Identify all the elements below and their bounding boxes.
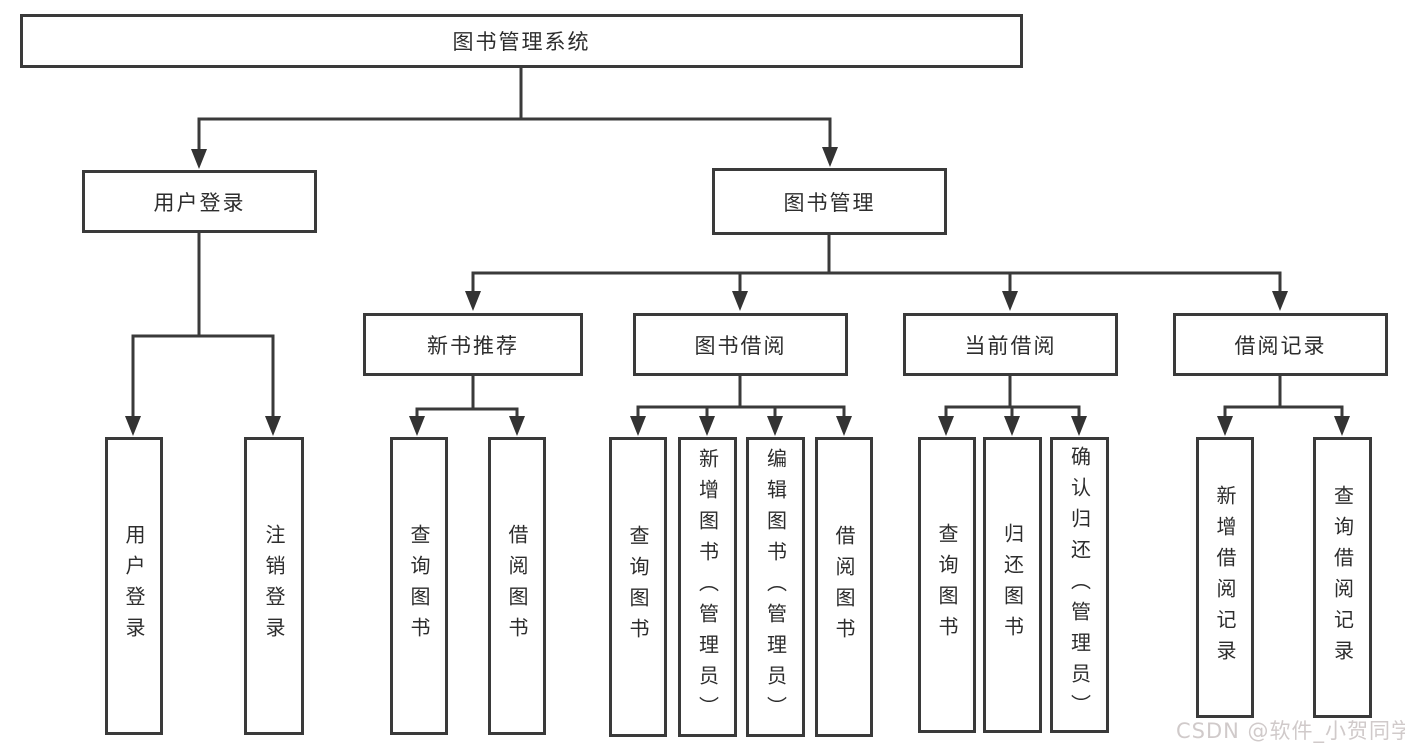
csdn-watermark: CSDN @软件_小贺同学 bbox=[1176, 719, 1405, 743]
node-label: 查询图书 bbox=[935, 523, 959, 647]
arrowheads bbox=[125, 147, 1350, 436]
node-label: 新增图书（管理员） bbox=[695, 447, 720, 727]
node-label: 用户登录 bbox=[153, 190, 246, 215]
node-label: 借阅图书 bbox=[505, 524, 529, 648]
node-label: 新书推荐 bbox=[427, 333, 519, 358]
leaf-return-books: 归还图书 bbox=[983, 437, 1042, 733]
leaf-edit-books-admin: 编辑图书（管理员） bbox=[746, 437, 805, 737]
leaf-query-books-current: 查询图书 bbox=[918, 437, 976, 733]
node-label: 归还图书 bbox=[1000, 523, 1025, 647]
node-label: 图书管理 bbox=[783, 190, 876, 215]
leaf-confirm-return-admin: 确认归还（管理员） bbox=[1050, 437, 1109, 733]
leaf-borrow-books: 借阅图书 bbox=[815, 437, 873, 737]
node-book-management-module: 图书管理 bbox=[712, 168, 947, 235]
node-label: 编辑图书（管理员） bbox=[763, 447, 788, 727]
leaf-add-books-admin: 新增图书（管理员） bbox=[678, 437, 737, 737]
node-library-management-system: 图书管理系统 bbox=[20, 14, 1023, 68]
leaf-user-login: 用户登录 bbox=[105, 437, 163, 735]
node-label: 注销登录 bbox=[262, 524, 286, 648]
node-new-book-recommendation: 新书推荐 bbox=[363, 313, 583, 376]
node-label: 借阅记录 bbox=[1234, 333, 1327, 358]
node-borrowing-records: 借阅记录 bbox=[1173, 313, 1388, 376]
node-label: 借阅图书 bbox=[832, 525, 856, 649]
leaf-query-borrow-record: 查询借阅记录 bbox=[1313, 437, 1372, 718]
node-label: 新增借阅记录 bbox=[1213, 484, 1237, 671]
node-label: 当前借阅 bbox=[964, 333, 1057, 358]
node-label: 图书管理系统 bbox=[452, 30, 591, 54]
leaf-borrow-books-recommend: 借阅图书 bbox=[488, 437, 546, 735]
leaf-query-books-recommend: 查询图书 bbox=[390, 437, 448, 735]
node-label: 查询图书 bbox=[626, 525, 650, 649]
leaf-logout: 注销登录 bbox=[244, 437, 304, 735]
leaf-query-books-borrowing: 查询图书 bbox=[609, 437, 667, 737]
leaf-add-borrow-record: 新增借阅记录 bbox=[1196, 437, 1254, 718]
node-label: 确认归还（管理员） bbox=[1067, 445, 1092, 725]
node-user-login-module: 用户登录 bbox=[82, 170, 317, 233]
node-label: 用户登录 bbox=[122, 524, 146, 648]
node-label: 查询借阅记录 bbox=[1330, 484, 1355, 671]
node-label: 查询图书 bbox=[407, 524, 431, 648]
node-book-borrowing: 图书借阅 bbox=[633, 313, 848, 376]
node-label: 图书借阅 bbox=[694, 333, 787, 358]
node-current-borrowing: 当前借阅 bbox=[903, 313, 1118, 376]
